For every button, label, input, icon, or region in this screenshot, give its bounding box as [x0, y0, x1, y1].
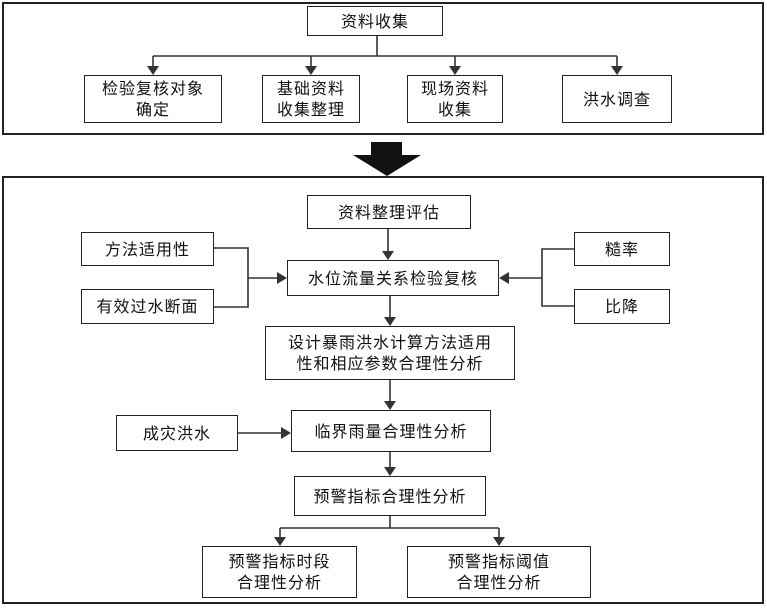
disaster-flood-label: 成灾洪水 — [142, 423, 211, 443]
design-storm-method-line2: 性和相应参数合理性分析 — [296, 354, 484, 373]
warning-threshold-line2: 合理性分析 — [456, 573, 542, 592]
field-data-box: 现场资料 收集 — [407, 75, 503, 123]
target-check-line1: 检验复核对象 — [101, 79, 204, 98]
basic-data-line2: 收集整理 — [276, 100, 345, 119]
critical-rainfall-label: 临界雨量合理性分析 — [314, 421, 468, 441]
stage2-frame — [2, 176, 764, 604]
flood-survey-box: 洪水调查 — [562, 75, 672, 123]
warning-period-line2: 合理性分析 — [236, 573, 322, 592]
big-down-arrow — [353, 142, 421, 176]
stage-discharge-check-box: 水位流量关系检验复核 — [287, 260, 499, 296]
stage-discharge-check-label: 水位流量关系检验复核 — [307, 268, 478, 288]
target-check-line2: 确定 — [135, 100, 170, 119]
target-check-box: 检验复核对象 确定 — [84, 75, 222, 123]
collect-data-box: 资料收集 — [307, 6, 443, 36]
design-storm-method-line1: 设计暴雨洪水计算方法适用 — [287, 333, 492, 352]
slope-box: 比降 — [574, 289, 670, 324]
warning-indicator-box: 预警指标合理性分析 — [294, 476, 486, 516]
warning-threshold-line1: 预警指标阈值 — [447, 552, 550, 571]
slope-label: 比降 — [604, 297, 639, 316]
stage1-frame — [2, 2, 764, 135]
effective-section-box: 有效过水断面 — [81, 289, 214, 324]
flood-survey-label: 洪水调查 — [582, 89, 651, 109]
evaluate-label: 资料整理评估 — [337, 202, 440, 222]
method-applicability-box: 方法适用性 — [81, 232, 214, 266]
evaluate-box: 资料整理评估 — [307, 195, 471, 229]
roughness-label: 糙率 — [604, 239, 639, 259]
roughness-box: 糙率 — [574, 232, 670, 266]
collect-data-label: 资料收集 — [340, 11, 409, 31]
field-data-line2: 收集 — [437, 100, 472, 119]
critical-rainfall-box: 临界雨量合理性分析 — [291, 410, 491, 452]
method-applicability-label: 方法适用性 — [104, 239, 190, 259]
design-storm-method-box: 设计暴雨洪水计算方法适用 性和相应参数合理性分析 — [265, 326, 515, 380]
warning-threshold-box: 预警指标阈值 合理性分析 — [407, 546, 591, 598]
effective-section-label: 有效过水断面 — [96, 297, 199, 316]
warning-period-line1: 预警指标时段 — [228, 552, 331, 571]
warning-period-box: 预警指标时段 合理性分析 — [202, 546, 357, 598]
basic-data-box: 基础资料 收集整理 — [262, 75, 360, 123]
basic-data-line1: 基础资料 — [276, 79, 345, 98]
disaster-flood-box: 成灾洪水 — [116, 415, 238, 451]
field-data-line1: 现场资料 — [420, 79, 489, 98]
warning-indicator-label: 预警指标合理性分析 — [313, 486, 467, 506]
